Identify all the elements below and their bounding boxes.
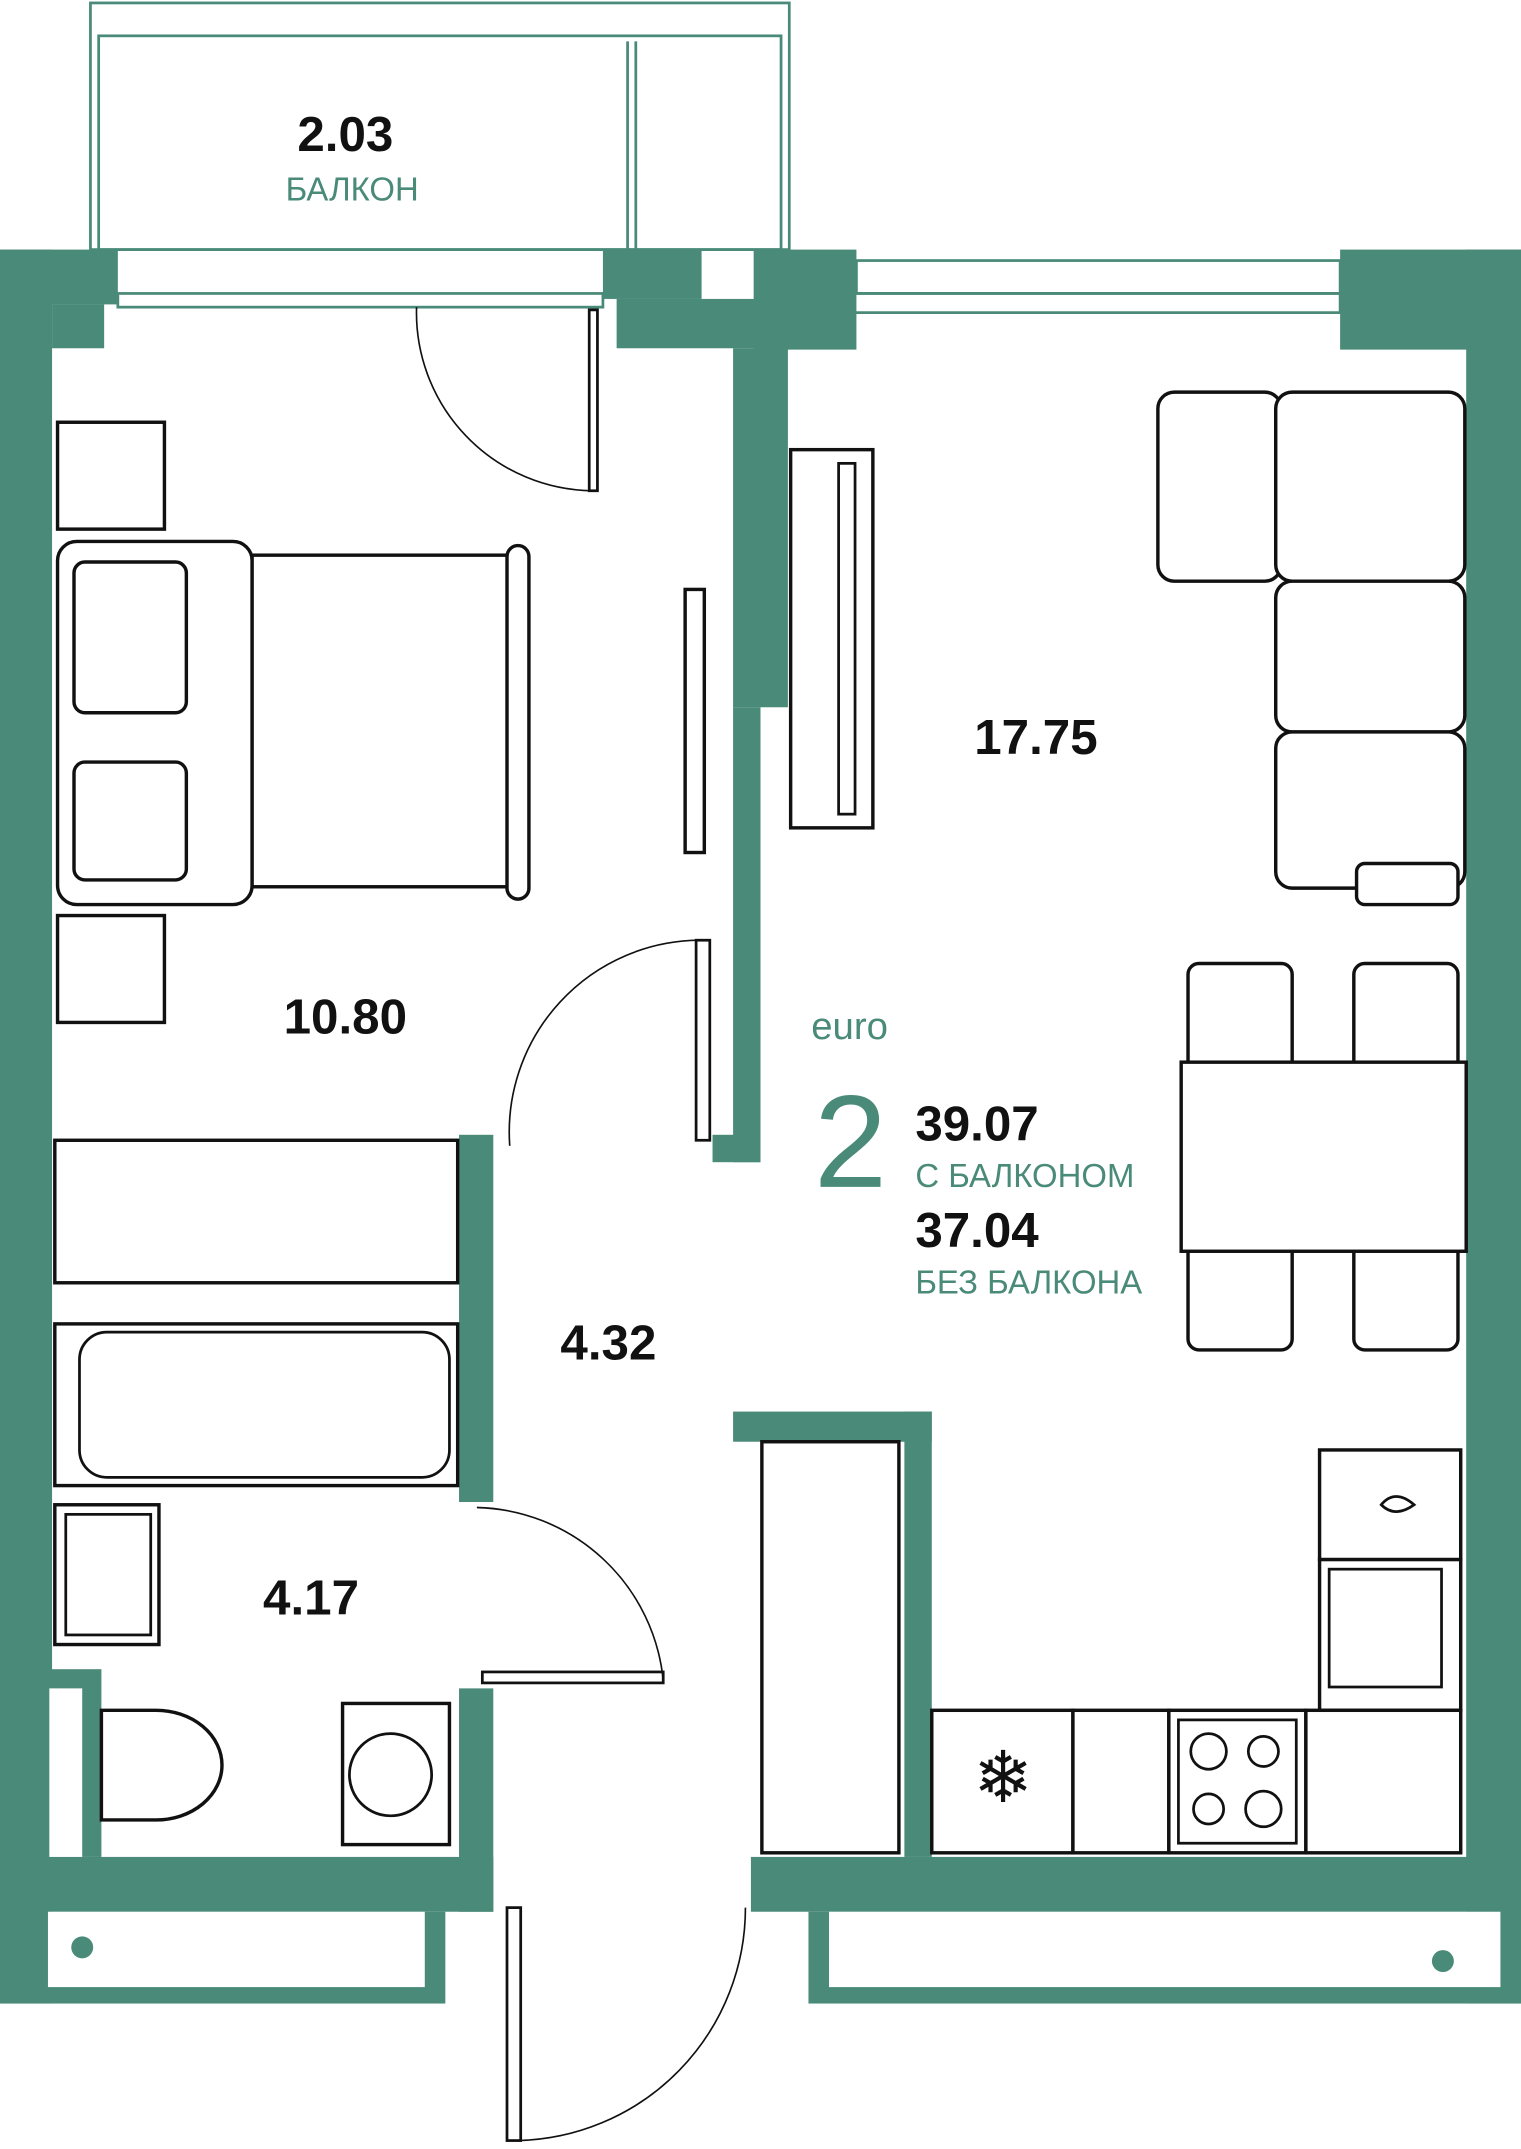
living-area: 17.75: [974, 710, 1097, 765]
total-without-balcony: 37.04: [915, 1203, 1039, 1258]
without-balcony-label: БЕЗ БАЛКОНА: [915, 1264, 1142, 1301]
tv-unit: [788, 447, 875, 830]
balcony-area: 2.03: [297, 107, 393, 162]
sofa: [1156, 390, 1467, 907]
balcony-label: БАЛКОН: [286, 170, 419, 207]
apartment-type: euro: [811, 1005, 888, 1048]
bathroom-fixtures: [53, 1322, 460, 1847]
dining-table: [1179, 961, 1468, 1352]
balcony: [89, 1, 791, 251]
windows: [116, 259, 1342, 314]
walls: [0, 249, 1521, 2004]
doors: [415, 307, 747, 2142]
with-balcony-label: С БАЛКОНОМ: [915, 1157, 1134, 1194]
bed: [55, 420, 707, 1025]
total-with-balcony: 39.07: [915, 1096, 1038, 1151]
rooms-count: 2: [814, 1068, 887, 1215]
hall-area: 4.32: [560, 1316, 656, 1371]
bathroom-area: 4.17: [263, 1570, 359, 1625]
wardrobes: [53, 1138, 901, 1855]
snowflake-icon: ❄: [973, 1740, 1033, 1818]
bedroom-area: 10.80: [284, 989, 407, 1044]
kitchen: ❄: [930, 1448, 1463, 1855]
